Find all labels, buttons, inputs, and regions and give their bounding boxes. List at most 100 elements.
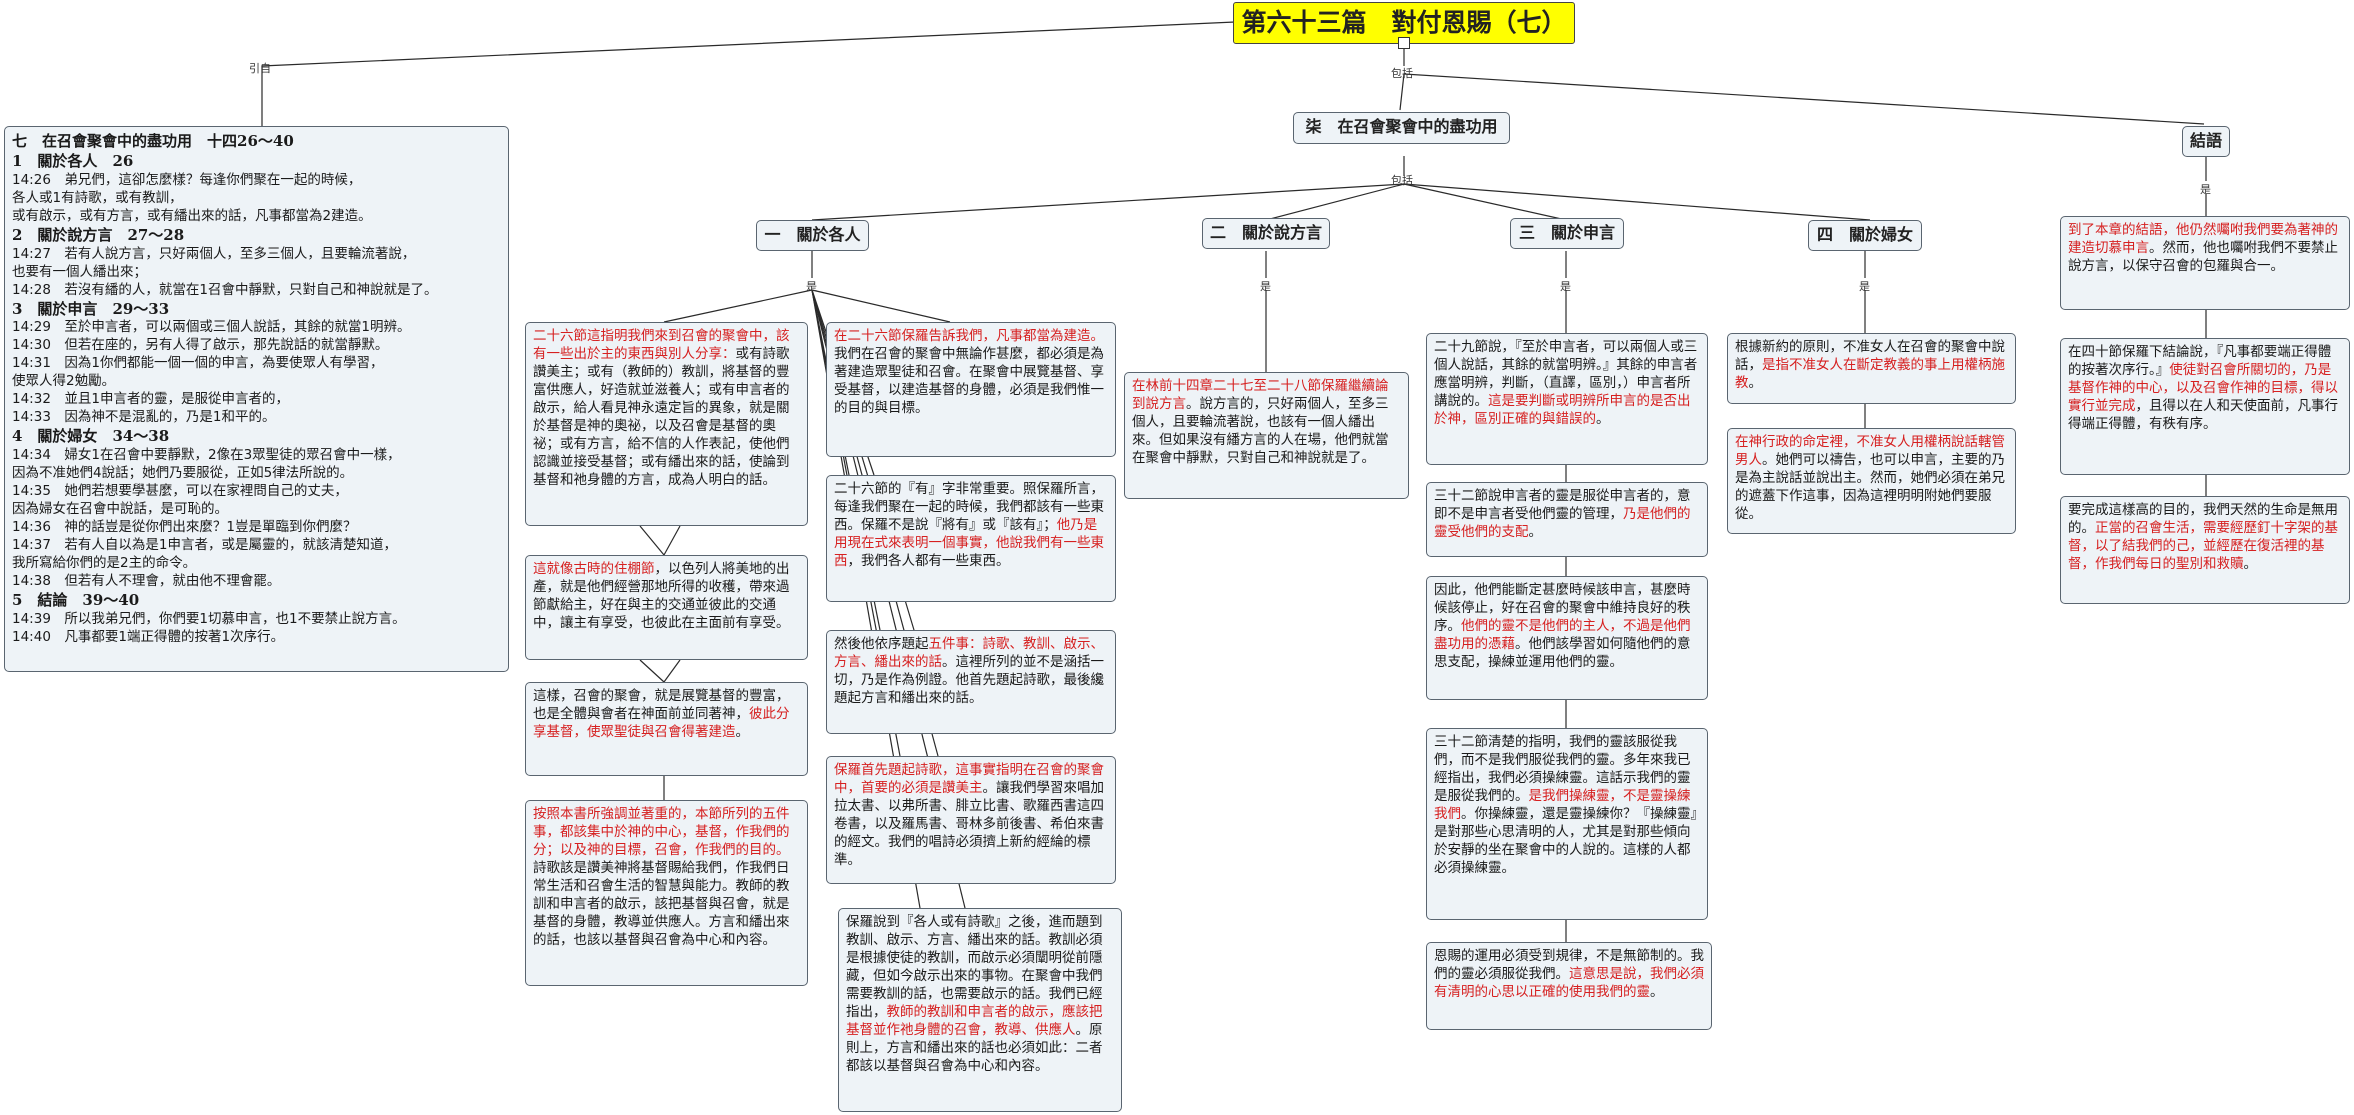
note-text: 在四十節保羅下結論說，『凡事都要端正得體的按著次序行。』 (2068, 344, 2332, 378)
section-node-4[interactable]: 四 關於婦女 (1808, 220, 1922, 251)
verse-line: 因為不准她們4說話；她們乃要服從，正如5律法所說的。 (12, 465, 354, 482)
note-text: 。 (1748, 374, 1763, 391)
verse-line: 因為婦女在召會中說話，是可恥的。 (12, 500, 228, 517)
note-text: 三十二節說申言者的靈是服從申言者的，意即不是申言者受他們靈的管理， (1434, 488, 1691, 522)
verse-line: 14:36 神的話豈是從你們出來麼？1豈是單臨到你們麼？ (12, 518, 357, 535)
note-box[interactable]: 這樣，召會的聚會，就是展覽基督的豐富，也是全體與會者在神面前並同著神，彼此分享基… (525, 682, 808, 776)
verse-line: 各人或1有詩歌，或有教訓， (12, 189, 183, 206)
note-box[interactable]: 在林前十四章二十七至二十八節保羅繼續論到說方言。說方言的，只好兩個人，至多三個人… (1124, 372, 1409, 499)
highlighted-text: 五件事：詩歌、教訓、啟示、方言、繙出來的話 (834, 636, 1104, 670)
note-box[interactable]: 然後他依序題起五件事：詩歌、教訓、啟示、方言、繙出來的話。這裡所列的並不是涵括一… (826, 630, 1116, 734)
outline-heading: 5 結論 39～40 (12, 590, 140, 609)
note-box[interactable]: 二十九節說，『至於申言者，可以兩個人或三個人說話，其餘的就當明辨。』其餘的申言者… (1426, 333, 1708, 465)
highlighted-text: 是指不准女人在斷定教義的事上用權柄施教 (1735, 356, 2005, 391)
highlighted-text: 這意思是說，我們必須有清明的心思以正確的使用我們的靈 (1434, 965, 1704, 1000)
note-text: ，我們各人都有一些東西。 (847, 552, 1010, 569)
highlighted-text: 保羅首先題起詩歌，這事實指明在召會的聚會中，首要的必須是讚美主 (834, 762, 1104, 796)
note-box[interactable]: 在二十六節保羅告訴我們，凡事都當為建造。我們在召會的聚會中無論作甚麼，都必須是為… (826, 322, 1116, 457)
note-text: 。 (2243, 555, 2258, 572)
highlighted-text: 是我們操練靈，不是靈操練我們 (1434, 787, 1691, 822)
connector-label-section-2: 是 (1260, 280, 1271, 293)
note-text: 根據新約的原則，不准女人在召會的聚會中說話， (1735, 339, 2005, 373)
note-box[interactable]: 二十六節的『有』字非常重要。照保羅所言，每逢我們聚在一起的時候，我們都該有一些東… (826, 475, 1116, 602)
verse-line: 14:40 凡事都要1端正得體的按著1次序行。 (12, 628, 285, 645)
note-text: 二十九節說，『至於申言者，可以兩個人或三個人說話，其餘的就當明辨。』其餘的申言者… (1434, 339, 1698, 409)
collapse-toggle-icon[interactable] (1398, 37, 1410, 49)
verse-line: 我所寫給你們的是2主的命令。 (12, 554, 197, 571)
note-text: 。她們可以禱告，也可以申言，主要的乃是為主說話並說出主。然而，她們必須在弟兄的遮… (1735, 451, 2005, 522)
note-box[interactable]: 因此，他們能斷定甚麼時候該申言，甚麼時候該停止，好在召會的聚會中維持良好的秩序。… (1426, 576, 1708, 700)
verse-line: 也要有一個人繙出來； (12, 263, 147, 280)
note-text: 因此，他們能斷定甚麼時候該申言，甚麼時候該停止，好在召會的聚會中維持良好的秩序。 (1434, 582, 1691, 634)
note-text: 恩賜的運用必須受到規律，不是無節制的。我們的靈必須服從我們。 (1434, 948, 1704, 982)
highlighted-text: 彼此分享基督，使眾聖徒與召會得著建造 (533, 705, 790, 740)
verse-line: 14:28 若沒有繙的人，就當在1召會中靜默，只對自己和神說就是了。 (12, 281, 438, 298)
note-box[interactable]: 要完成這樣高的目的，我們天然的生命是無用的。正當的召會生活，需要經歷釘十字架的基… (2060, 496, 2350, 604)
note-box[interactable]: 根據新約的原則，不准女人在召會的聚會中說話，是指不准女人在斷定教義的事上用權柄施… (1727, 333, 2016, 404)
verse-line: 14:39 所以我弟兄們，你們要1切慕申言，也1不要禁止說方言。 (12, 610, 406, 627)
outline-heading: 4 關於婦女 34～38 (12, 427, 170, 446)
highlighted-text: 在二十六節保羅告訴我們，凡事都當為建造。 (834, 328, 1104, 344)
note-text: ，以色列人將美地的出產，就是他們經營那地所得的收穫，帶來過節獻給主，好在與主的交… (533, 561, 790, 631)
highlighted-text: 使徒對召會所關切的，乃是基督作神的中心，以及召會作神的目標，得以實行並完成 (2068, 361, 2338, 414)
highlighted-text: 他們的靈不是他們的主人，不過是他們盡功用的憑藉 (1434, 617, 1691, 652)
note-box[interactable]: 三十二節清楚的指明，我們的靈該服從我們，而不是我們服從我們的靈。多年來我已經指出… (1426, 728, 1708, 920)
note-box[interactable]: 保羅說到『各人或有詩歌』之後，進而題到教訓、啟示、方言、繙出來的話。教訓必須是根… (838, 908, 1122, 1112)
highlighted-text: 這是要判斷或明辨所申言的是否出於神，區別正確的與錯誤的 (1434, 392, 1691, 427)
highlighted-text: 在林前十四章二十七至二十八節保羅繼續論到說方言 (1132, 378, 1389, 412)
note-text: 。 (1528, 523, 1543, 540)
note-box[interactable]: 三十二節說申言者的靈是服從申言者的，意即不是申言者受他們靈的管理，乃是他們的靈受… (1426, 482, 1708, 557)
connector-label-main-includes: 包括 (1391, 174, 1413, 187)
highlighted-text: 按照本書所強調並著重的，本節所列的五件事，都該集中於神的中心，基督，作我們的分；… (533, 806, 790, 858)
outline-heading: 1 關於各人 26 (12, 151, 134, 170)
verse-line: 14:26 弟兄們，這卻怎麼樣？每逢你們聚在一起的時候， (12, 171, 362, 188)
verse-line: 14:29 至於申言者，可以兩個或三個人說話，其餘的就當1明辨。 (12, 319, 411, 336)
note-text: 。他們該學習如何隨他們的意思支配，操練並運用他們的靈。 (1434, 635, 1691, 670)
note-box[interactable]: 恩賜的運用必須受到規律，不是無節制的。我們的靈必須服從我們。這意思是說，我們必須… (1426, 942, 1712, 1030)
note-text: 。然而，他也囑咐我們不要禁止說方言，以保守召會的包羅與合一。 (2068, 239, 2338, 274)
connector-label-cited-from: 引自 (249, 62, 271, 75)
note-text: 詩歌該是讚美神將基督賜給我們，作我們日常生活和召會生活的智慧與能力。教師的教訓和… (533, 859, 790, 948)
note-box[interactable]: 在四十節保羅下結論說，『凡事都要端正得體的按著次序行。』使徒對召會所關切的，乃是… (2060, 338, 2350, 475)
note-box[interactable]: 保羅首先題起詩歌，這事實指明在召會的聚會中，首要的必須是讚美主。讓我們學習來唱加… (826, 756, 1116, 884)
highlighted-text: 到了本章的結語，他仍然囑咐我們要為著神的建造切慕申言 (2068, 222, 2338, 256)
verse-line: 14:35 她們若想要學甚麼，可以在家裡問自己的丈夫， (12, 483, 348, 500)
connector-label-includes: 包括 (1391, 67, 1413, 80)
verse-line: 14:37 若有人自以為是1申言者，或是屬靈的，就該清楚知道， (12, 536, 397, 553)
note-box[interactable]: 按照本書所強調並著重的，本節所列的五件事，都該集中於神的中心，基督，作我們的分；… (525, 800, 808, 986)
highlighted-text: 正當的召會生活，需要經歷釘十字架的基督，以了結我們的己，並經歷在復活裡的基督，作… (2068, 519, 2338, 572)
note-text: 三十二節清楚的指明，我們的靈該服從我們，而不是我們服從我們的靈。多年來我已經指出… (1434, 734, 1691, 804)
note-text: 。你操練靈，還是靈操練你？『操練靈』是對那些心思清明的人，尤其是對那些傾向於安靜… (1434, 805, 1698, 876)
note-box[interactable]: 二十六節這指明我們來到召會的聚會中，該有一些出於主的東西與別人分享：或有詩歌讚美… (525, 322, 808, 526)
main-topic-node[interactable]: 柒 在召會聚會中的盡功用 (1293, 112, 1510, 144)
section-node-1[interactable]: 一 關於各人 (756, 220, 869, 251)
conclusion-node[interactable]: 結語 (2182, 126, 2230, 157)
note-text: 。原則上，方言和繙出來的話也必須如此：二者都該以基督與召會為中心和內容。 (846, 1021, 1103, 1074)
verse-line: 14:34 婦女1在召會中要靜默，2像在3眾聖徒的眾召會中一樣， (12, 447, 401, 464)
note-text: 我們在召會的聚會中無論作甚麼，都必須是為著建造眾聖徒和召會。在聚會中展覽基督、享… (834, 345, 1104, 416)
note-text: 這樣，召會的聚會，就是展覽基督的豐富，也是全體與會者在神面前並同著神， (533, 688, 790, 722)
verse-line: 14:30 但若在座的，另有人得了啟示，那先說話的就當靜默。 (12, 337, 389, 354)
note-text: 。 (735, 723, 750, 740)
note-text: 。 (1650, 983, 1664, 1000)
highlighted-text: 在神行政的命定裡，不准女人用權柄說話轄管男人 (1735, 434, 2005, 468)
note-text: 要完成這樣高的目的，我們天然的生命是無用的。 (2068, 502, 2338, 536)
connector-label-section-1: 是 (806, 280, 817, 293)
highlighted-text: 乃是他們的靈受他們的支配 (1434, 505, 1691, 540)
outline-heading: 2 關於說方言 27～28 (12, 225, 185, 244)
outline-heading: 七 在召會聚會中的盡功用 十四26～40 (12, 132, 294, 150)
section-node-3[interactable]: 三 關於申言 (1510, 218, 1624, 249)
verse-line: 14:38 但若有人不理會，就由他不理會罷。 (12, 572, 281, 589)
outline-heading: 3 關於申言 29～33 (12, 299, 170, 318)
connector-label-section-3: 是 (1560, 280, 1571, 293)
note-text: 。說方言的，只好兩個人，至多三個人，且要輪流著說，也該有一個人繙出來。但如果沒有… (1132, 395, 1389, 466)
note-box[interactable]: 到了本章的結語，他仍然囑咐我們要為著神的建造切慕申言。然而，他也囑咐我們不要禁止… (2060, 216, 2350, 310)
highlighted-text: 這就像古時的住棚節 (533, 561, 655, 577)
section-node-2[interactable]: 二 關於說方言 (1202, 218, 1330, 249)
highlighted-text: 教師的教訓和申言者的啟示，應該把基督並作祂身體的召會，教導、供應人 (846, 1003, 1103, 1038)
note-box[interactable]: 這就像古時的住棚節，以色列人將美地的出產，就是他們經營那地所得的收穫，帶來過節獻… (525, 555, 808, 660)
note-box[interactable]: 在神行政的命定裡，不准女人用權柄說話轄管男人。她們可以禱告，也可以申言，主要的乃… (1727, 428, 2016, 534)
note-text: 。這裡所列的並不是涵括一切，乃是作為例證。他首先題起詩歌，最後纔題起方言和繙出來… (834, 653, 1104, 706)
highlighted-text: 二十六節這指明我們來到召會的聚會中，該有一些出於主的東西與別人分享： (533, 328, 790, 362)
